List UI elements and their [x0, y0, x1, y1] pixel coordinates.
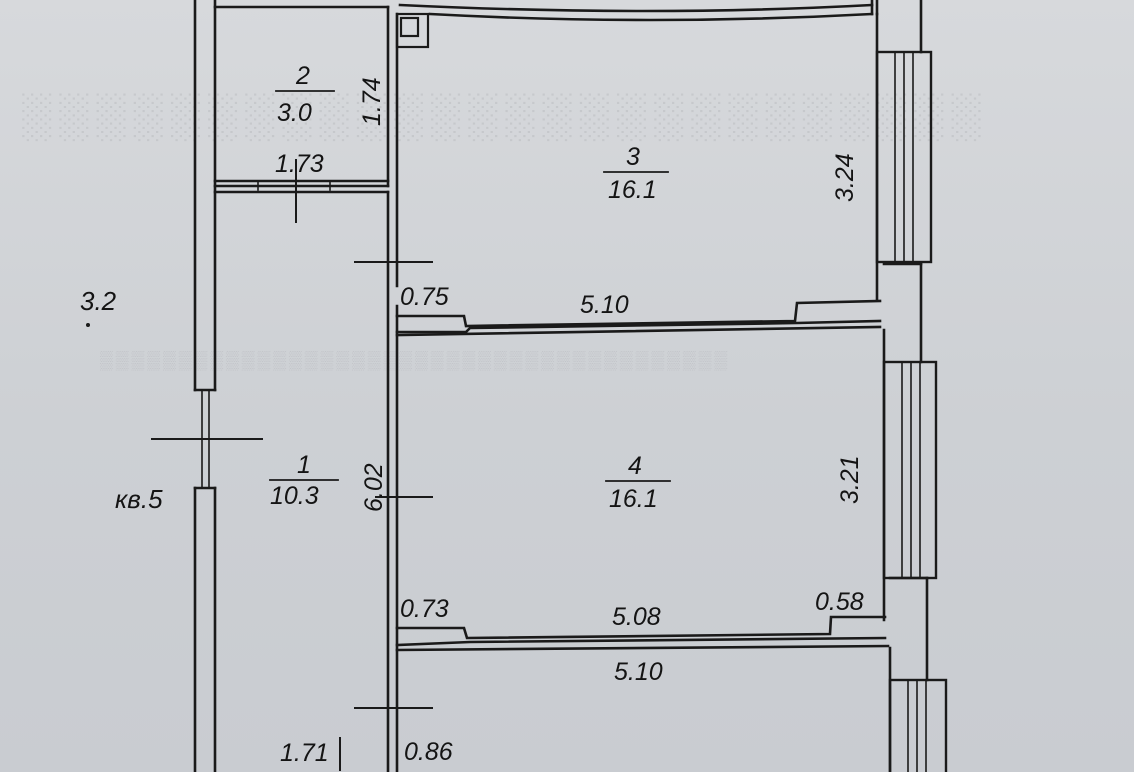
room-4-height: 3.21 [836, 455, 864, 504]
room-2-area: 3.0 [277, 99, 312, 127]
room-3-niche: 0.75 [400, 283, 449, 311]
room-2-width: 1.73 [275, 150, 324, 178]
room-1-walls [213, 190, 390, 772]
window-room-4 [882, 360, 938, 580]
room-4-right-niche: 0.58 [815, 588, 864, 616]
left-exterior-wall [193, 0, 217, 772]
room-4-area: 16.1 [609, 485, 658, 513]
room-4-width: 5.08 [612, 603, 661, 631]
reference-dot [86, 323, 90, 327]
left-edge-number: 3.2 [80, 286, 117, 316]
room-2-height: 1.74 [358, 77, 386, 126]
room-1-area: 10.3 [270, 482, 319, 510]
room-5-niche: 0.86 [404, 738, 453, 766]
window-room-5 [888, 678, 948, 772]
room-3-height: 3.24 [831, 153, 859, 202]
window-room-3 [875, 50, 933, 264]
room-3-number: 3 [626, 143, 640, 171]
room-3-width: 5.10 [580, 291, 629, 319]
room-1-length: 6.02 [360, 463, 388, 512]
flat-label: кв.5 [115, 484, 163, 514]
room-3-area: 16.1 [608, 176, 657, 204]
room-2-door [257, 180, 331, 191]
room-4-number: 4 [628, 452, 642, 480]
room-4-niche: 0.73 [400, 595, 449, 623]
room-1-width: 1.71 [280, 739, 329, 767]
room-2-number: 2 [295, 62, 310, 90]
room-1-number: 1 [297, 451, 311, 479]
room-5-width: 5.10 [614, 658, 663, 686]
ventilation-shaft [395, 12, 430, 49]
